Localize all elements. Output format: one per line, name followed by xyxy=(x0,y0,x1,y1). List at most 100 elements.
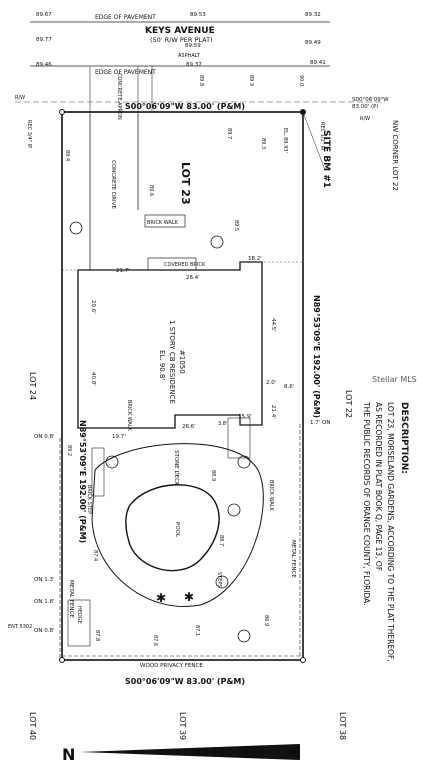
street-elev-top-3: 89.32 xyxy=(305,12,321,18)
street-elev-bottom-1: 89.46 xyxy=(36,62,52,68)
spot-elevation: 89.2 xyxy=(66,445,72,456)
description-line-1: LOT 23, MORSELAND GARDENS, ACCORDING TO … xyxy=(386,402,395,662)
stellar-mls-watermark: Stellar MLS xyxy=(372,375,417,384)
dimensions: 21.7' 18.2' 26.4' 29.6' 40.8' 44.5' 21.4… xyxy=(62,256,303,440)
dim-2-0: 2.0' xyxy=(266,380,276,386)
site-bm-label: SITE BM #1 xyxy=(321,130,331,188)
spot-elevation: 90.0 xyxy=(298,75,304,86)
residence-elevation: EL. 90.8' xyxy=(158,350,166,380)
spot-elevation: 87.6 xyxy=(152,635,158,646)
dim-8-6: 8.6' xyxy=(284,384,294,390)
offset-1-7-on: 1.7' ON xyxy=(310,420,330,426)
brick-step-label: BRICK STEP xyxy=(86,485,92,514)
offset-on-0-8-top: ON 0.8' xyxy=(34,434,54,440)
asphalt-label: ASPHALT xyxy=(178,53,201,59)
steps-label: STEPS xyxy=(216,572,222,588)
description-line-2: AS RECORDED IN PLAT BOOK Q, PAGE 13, OF xyxy=(374,402,383,571)
metal-fence-left: METAL FENCE xyxy=(68,580,74,618)
lot-39-label: LOT 39 xyxy=(178,712,187,740)
dim-3-8: 3.8' xyxy=(218,421,227,427)
spot-elevations: 89.6 89.5 89.3 89.4 89.7 89.8 89.9 90.0 … xyxy=(64,75,304,646)
palm-symbol: ✱ xyxy=(156,591,166,605)
boundary-corner-nw xyxy=(59,109,65,115)
dim-26-6: 26.6' xyxy=(182,424,196,430)
description-heading: DESCRIPTION: xyxy=(399,402,409,474)
north-arrow-icon xyxy=(80,744,300,760)
street-elev-mid-1: 89.77 xyxy=(36,37,52,43)
stone-deck-label: STONE DECK xyxy=(173,450,179,486)
palm-symbol: ✱ xyxy=(184,590,194,604)
offset-on-1-8: ON 1.8' xyxy=(34,599,54,605)
trees: ✱ ✱ xyxy=(69,221,251,643)
spot-elevation: 89.6 xyxy=(148,185,154,196)
tree-symbol xyxy=(105,455,119,469)
boundary-south-bearing: S00°06'09"W 83.00' (P&M) xyxy=(125,677,245,686)
brick-walk-side-label: BRICK WALK xyxy=(126,400,132,432)
tree-symbol xyxy=(210,235,224,249)
street-elev-bottom-3: 89.41 xyxy=(310,60,326,66)
dim-18-2: 18.2' xyxy=(248,256,262,262)
brick-walk-top-label: BRICK WALK xyxy=(147,220,179,226)
offset-on-1-3: ON 1.3' xyxy=(34,577,54,583)
spot-elevation: 89.5 xyxy=(233,220,239,231)
tree-symbol xyxy=(237,455,251,469)
rw-label-right: R/W xyxy=(360,116,370,122)
brick-walk-right-label: BRICK WALK xyxy=(268,480,274,512)
dim-19-7: 19.7' xyxy=(112,434,126,440)
dim-29-6: 29.6' xyxy=(90,300,96,314)
residence-description: 1 STORY CB RESIDENCE xyxy=(168,320,176,404)
lot-boundary: S00°06'09"W 83.00' (P&M) S00°06'09"W 83.… xyxy=(26,97,399,686)
metal-fence-right: METAL FENCE xyxy=(290,540,296,578)
tree-symbol xyxy=(237,629,251,643)
offset-on-0-8-bottom: ON 0.8' xyxy=(34,628,54,634)
description-block: DESCRIPTION: LOT 23, MORSELAND GARDENS, … xyxy=(362,401,409,662)
spot-elevation: 89.7 xyxy=(226,128,232,139)
rec-ip-label: REC 3/4" IP xyxy=(26,120,32,148)
lot-23-label: LOT 23 xyxy=(179,162,192,205)
north-letter: N xyxy=(62,745,75,764)
spot-elevation: 87.8 xyxy=(94,630,100,641)
spot-elevation: 89.3 xyxy=(260,138,266,149)
description-line-3: THE PUBLIC RECORDS OF ORANGE COUNTY, FLO… xyxy=(362,401,371,606)
street-elev-top-1: 89.67 xyxy=(36,12,52,18)
spot-elevation: 88.9 xyxy=(210,470,216,481)
dim-15-9: 15.9' xyxy=(238,414,252,420)
spot-elevation: 87.1 xyxy=(194,625,200,636)
spot-elevation: 89.8 xyxy=(198,75,204,86)
tree-symbol xyxy=(215,575,229,589)
boundary-north-bearing: S00°06'09"W 83.00' (P&M) xyxy=(125,102,245,111)
boundary-corner-sw xyxy=(59,657,65,663)
dim-40-8: 40.8' xyxy=(90,372,96,386)
rw-label-left: R/W xyxy=(15,95,25,101)
nw-corner-label: NW CORNER LOT 22 xyxy=(391,120,399,191)
street-elev-top-2: 89.53 xyxy=(190,12,206,18)
lot-labels: LOT 23 LOT 24 LOT 22 LOT 40 LOT 39 LOT 3… xyxy=(28,162,353,740)
street-right-of-way: (50' R/W PER PLAT) xyxy=(150,36,213,44)
fence-offsets: ON 0.8' ON 1.3' ON 1.8' ON 0.8' 1.7' ON … xyxy=(8,420,330,669)
concrete-drive-label: CONCRETE DRIVE xyxy=(110,160,116,209)
rec-corner-bearing: S00°06'09"W xyxy=(352,97,389,103)
concrete-drive: CONCRETE DRIVE CONCRETE APRON xyxy=(89,73,139,270)
pool-outline xyxy=(125,484,220,572)
lot-22-label: LOT 22 xyxy=(344,390,353,418)
spot-elevation: 89.4 xyxy=(64,150,70,161)
spot-elevation: 86.9 xyxy=(263,615,269,626)
spot-elevation: 89.9 xyxy=(248,75,254,86)
edge-of-pavement-top: EDGE OF PAVEMENT xyxy=(95,14,156,21)
boundary-corner-se xyxy=(300,657,306,663)
entry-label: ENT 5302 xyxy=(8,624,32,630)
edge-of-pavement-bottom: EDGE OF PAVEMENT xyxy=(95,69,156,76)
covered-brick-label: COVERED BRICK xyxy=(164,262,206,268)
street-elev-mid-3: 89.49 xyxy=(305,40,321,46)
boundary-east-bearing: N89°53'09"E 192.00' (P&M) xyxy=(312,295,321,418)
rec-corner-distance: 83.00' (P) xyxy=(352,104,379,110)
concrete-apron-label: CONCRETE APRON xyxy=(116,73,122,120)
hedge-label: HEDGE xyxy=(76,606,82,624)
hedge: HEDGE xyxy=(67,599,91,647)
residence: #1050 1 STORY CB RESIDENCE EL. 90.8' BRI… xyxy=(77,261,263,432)
tree-symbol xyxy=(69,221,83,235)
pool-area: STONE DECK POOL BRICK STEP STEPS BRICK W… xyxy=(86,417,274,607)
tree-symbol xyxy=(227,503,241,517)
brick-walk-top: BRICK WALK COVERED BRICK xyxy=(144,214,206,271)
